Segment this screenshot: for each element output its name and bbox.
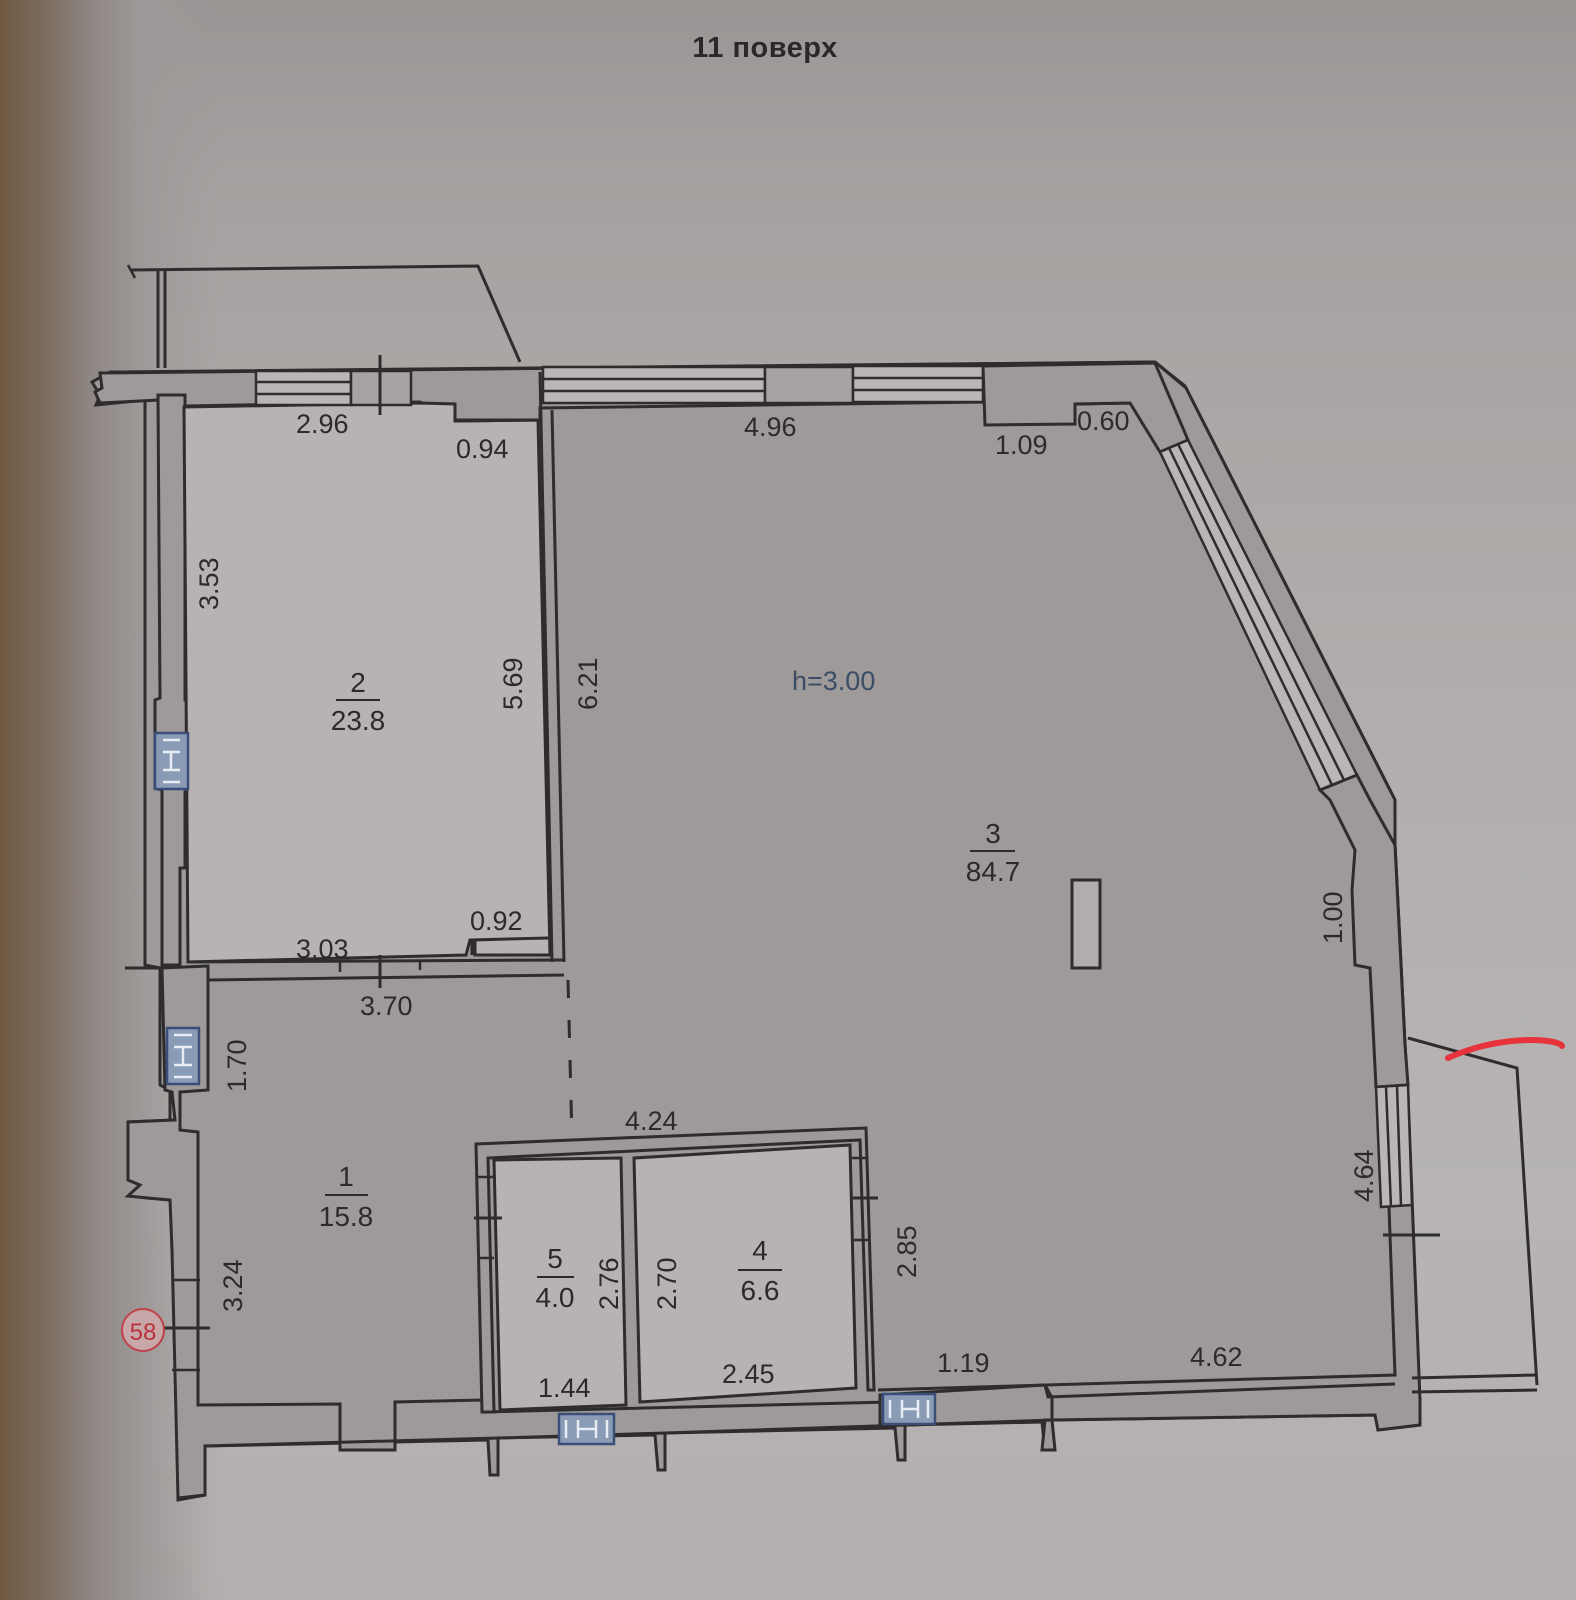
room-label-5: 5 4.0 <box>536 1243 575 1313</box>
zone-divider-dashed <box>566 979 574 1141</box>
red-annotation-arrow <box>1445 1036 1565 1061</box>
loggia-right <box>1407 1036 1539 1386</box>
vent-icon <box>881 1392 937 1426</box>
door-room2-balcony <box>349 355 413 415</box>
window-right <box>1374 1083 1440 1237</box>
dim-room1-upper: 1.70 <box>222 1039 252 1092</box>
dim-room1-lower: 3.24 <box>218 1259 248 1312</box>
axis-marker: 58 <box>121 1308 165 1352</box>
dim-room3-notch-top: 1.09 <box>995 430 1048 460</box>
dim-room3-right-upper: 1.00 <box>1318 891 1348 944</box>
dim-utility-top: 4.24 <box>625 1106 678 1136</box>
utility-block <box>474 1126 878 1414</box>
dim-room3-left: 6.21 <box>573 657 603 710</box>
svg-text:2: 2 <box>350 667 366 698</box>
ceiling-height-label: h=3.00 <box>792 666 875 696</box>
vent-icon <box>153 731 190 791</box>
column <box>1070 878 1102 970</box>
room2-notch-bottom <box>470 936 549 955</box>
room-label-3: 3 84.7 <box>966 818 1021 887</box>
pier-top <box>763 365 855 405</box>
svg-text:23.8: 23.8 <box>331 705 386 736</box>
room3-bottom-edge <box>877 1382 1396 1399</box>
dim-room1-top: 3.70 <box>360 991 413 1021</box>
window-room3-left <box>541 365 767 405</box>
room2-notch-top <box>453 405 539 423</box>
dim-room3-bottom-right: 4.62 <box>1190 1342 1243 1372</box>
svg-text:84.7: 84.7 <box>966 856 1021 887</box>
svg-text:3: 3 <box>985 818 1001 849</box>
dim-room2-notch-top: 0.94 <box>456 434 509 464</box>
room-2 <box>182 401 552 964</box>
vent-icon <box>557 1412 616 1446</box>
wall-corner-top-right <box>981 361 1190 454</box>
dim-room3-corner: 0.60 <box>1077 406 1130 436</box>
balcony-top <box>126 264 522 368</box>
dim-room4-right: 2.85 <box>892 1225 922 1278</box>
dim-room2-bottom: 3.03 <box>296 934 349 964</box>
dim-room2-bottom-notch: 0.92 <box>470 906 523 936</box>
room-label-4: 4 6.6 <box>738 1235 782 1306</box>
svg-text:1: 1 <box>338 1161 354 1192</box>
floor-title: 11 поверх <box>692 32 838 64</box>
svg-text:6.6: 6.6 <box>741 1275 780 1306</box>
dim-room5-height: 2.76 <box>594 1257 624 1310</box>
svg-text:4: 4 <box>752 1235 768 1266</box>
dim-room5-bottom: 1.44 <box>538 1373 591 1403</box>
dim-room4-bottom: 2.45 <box>722 1359 775 1389</box>
wall-left-lower <box>124 964 1054 1500</box>
room-5 <box>492 1156 628 1412</box>
dim-top-room3: 4.96 <box>744 412 797 442</box>
room-label-2: 2 23.8 <box>331 667 386 736</box>
svg-text:4.0: 4.0 <box>536 1282 575 1313</box>
svg-text:58: 58 <box>130 1319 157 1346</box>
dim-room4-left: 2.70 <box>652 1257 682 1310</box>
dim-top-room2: 2.96 <box>296 409 349 439</box>
dim-room2-right: 5.69 <box>498 657 528 710</box>
window-room2 <box>254 369 353 407</box>
window-room3-right <box>851 364 985 404</box>
room-label-1: 1 15.8 <box>319 1161 374 1232</box>
vent-icon <box>165 1026 201 1086</box>
dim-room3-right-lower: 4.64 <box>1349 1149 1379 1202</box>
svg-text:5: 5 <box>547 1243 563 1274</box>
dim-room2-left: 3.53 <box>194 557 224 610</box>
svg-text:15.8: 15.8 <box>319 1201 374 1232</box>
room-4 <box>632 1143 858 1404</box>
dim-room3-bottom-left: 1.19 <box>937 1348 990 1378</box>
